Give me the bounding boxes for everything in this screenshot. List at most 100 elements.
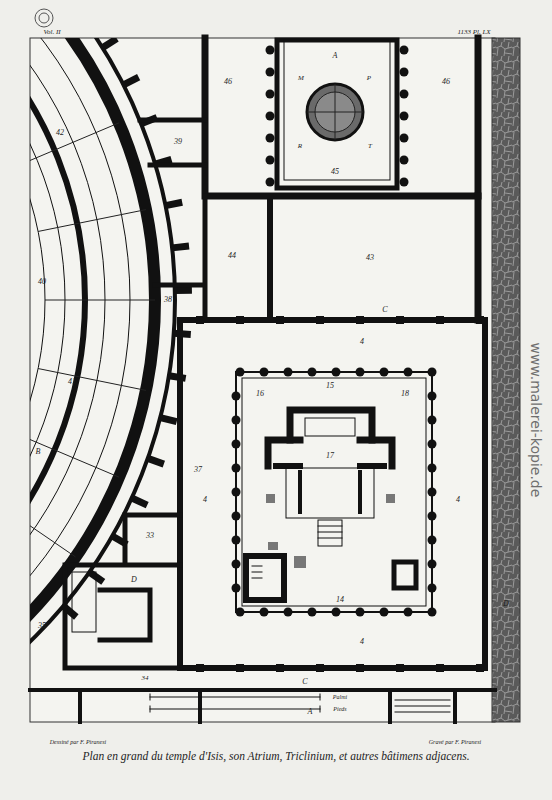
column bbox=[400, 68, 409, 77]
room-number: 14 bbox=[336, 596, 344, 604]
room-number: 46 bbox=[442, 78, 450, 86]
room-number: 4 bbox=[360, 638, 364, 646]
columns bbox=[196, 46, 484, 673]
column bbox=[266, 178, 275, 187]
round-basin bbox=[307, 84, 363, 140]
column bbox=[266, 112, 275, 121]
buttress bbox=[172, 246, 189, 248]
column bbox=[428, 560, 437, 569]
room: D bbox=[65, 565, 180, 668]
plan-label: R bbox=[298, 143, 302, 150]
plan-label: 39 bbox=[174, 138, 182, 146]
pilaster bbox=[476, 316, 484, 324]
column bbox=[232, 560, 241, 569]
watermark: www.malerei-kopie.de bbox=[529, 343, 543, 498]
plan-label: 35 bbox=[38, 622, 46, 630]
room-number: 33 bbox=[146, 532, 154, 540]
column bbox=[232, 536, 241, 545]
room-number: A bbox=[333, 52, 338, 60]
pilaster bbox=[276, 316, 284, 324]
plan-label: Dessiné par F. Piranesi bbox=[50, 739, 107, 745]
theatre bbox=[30, 38, 192, 690]
buttress bbox=[123, 77, 138, 85]
column bbox=[400, 90, 409, 99]
column bbox=[428, 536, 437, 545]
column bbox=[400, 112, 409, 121]
pilaster bbox=[356, 316, 364, 324]
room-number: 4 bbox=[203, 496, 207, 504]
column bbox=[332, 608, 341, 617]
altars bbox=[266, 494, 395, 568]
column bbox=[404, 368, 413, 377]
room-number: 18 bbox=[401, 390, 409, 398]
column bbox=[380, 608, 389, 617]
pilaster bbox=[396, 664, 404, 672]
column bbox=[266, 134, 275, 143]
pilaster bbox=[236, 316, 244, 324]
plan-label: 40 bbox=[38, 278, 46, 286]
column bbox=[232, 512, 241, 521]
column bbox=[266, 46, 275, 55]
column bbox=[266, 90, 275, 99]
column bbox=[232, 464, 241, 473]
plan-label: 41 bbox=[68, 378, 76, 386]
column bbox=[236, 368, 245, 377]
plan-label: Vol. II bbox=[43, 29, 60, 36]
room: 15 16 18 14 17 bbox=[236, 372, 432, 612]
pilaster bbox=[476, 664, 484, 672]
room-number: 4 bbox=[456, 496, 460, 504]
column bbox=[428, 392, 437, 401]
room-number: D bbox=[131, 576, 137, 584]
emblem bbox=[35, 9, 53, 27]
column bbox=[260, 368, 269, 377]
room-number: 45 bbox=[331, 168, 339, 176]
plan-label: 1133 Pl. LX bbox=[457, 29, 490, 36]
plan-label: D bbox=[503, 600, 509, 608]
room-number: 17 bbox=[326, 452, 334, 460]
room-number: 16 bbox=[256, 390, 264, 398]
column bbox=[266, 156, 275, 165]
column bbox=[428, 416, 437, 425]
column bbox=[428, 512, 437, 521]
pilaster bbox=[276, 664, 284, 672]
plan-label: M bbox=[298, 75, 304, 82]
column bbox=[284, 368, 293, 377]
room-number: 46 bbox=[224, 78, 232, 86]
room-number: 15 bbox=[326, 382, 334, 390]
column bbox=[232, 584, 241, 593]
column bbox=[232, 440, 241, 449]
room: 4 4 4 4 15 16 18 14 17 bbox=[180, 320, 485, 668]
room: 33 bbox=[125, 515, 180, 565]
plan-label: B bbox=[36, 448, 41, 456]
cavea-stair bbox=[30, 434, 119, 477]
plan-label: 42 bbox=[56, 129, 64, 137]
plan-label: P bbox=[367, 75, 371, 82]
buttress bbox=[160, 418, 176, 422]
plan-label: C bbox=[302, 678, 307, 686]
cavea-stair bbox=[30, 495, 76, 557]
column bbox=[428, 368, 437, 377]
pilaster bbox=[316, 664, 324, 672]
cavea-stair bbox=[38, 369, 146, 391]
pilaster bbox=[436, 316, 444, 324]
column bbox=[400, 46, 409, 55]
column bbox=[232, 416, 241, 425]
column bbox=[232, 488, 241, 497]
plan-label: 37 bbox=[194, 466, 202, 474]
room-number: 4 bbox=[360, 338, 364, 346]
cavea-stair bbox=[38, 210, 146, 232]
room-number: 43 bbox=[366, 254, 374, 262]
pilaster bbox=[316, 316, 324, 324]
column bbox=[428, 440, 437, 449]
pilaster bbox=[436, 664, 444, 672]
pilaster bbox=[196, 664, 204, 672]
column bbox=[284, 608, 293, 617]
pilaster bbox=[356, 664, 364, 672]
buttress bbox=[148, 458, 164, 464]
room: 46 46 A 45 bbox=[205, 38, 478, 196]
plan-label: Pieds bbox=[333, 706, 346, 712]
pilaster bbox=[196, 316, 204, 324]
column bbox=[400, 178, 409, 187]
cavea-stair bbox=[30, 123, 119, 166]
